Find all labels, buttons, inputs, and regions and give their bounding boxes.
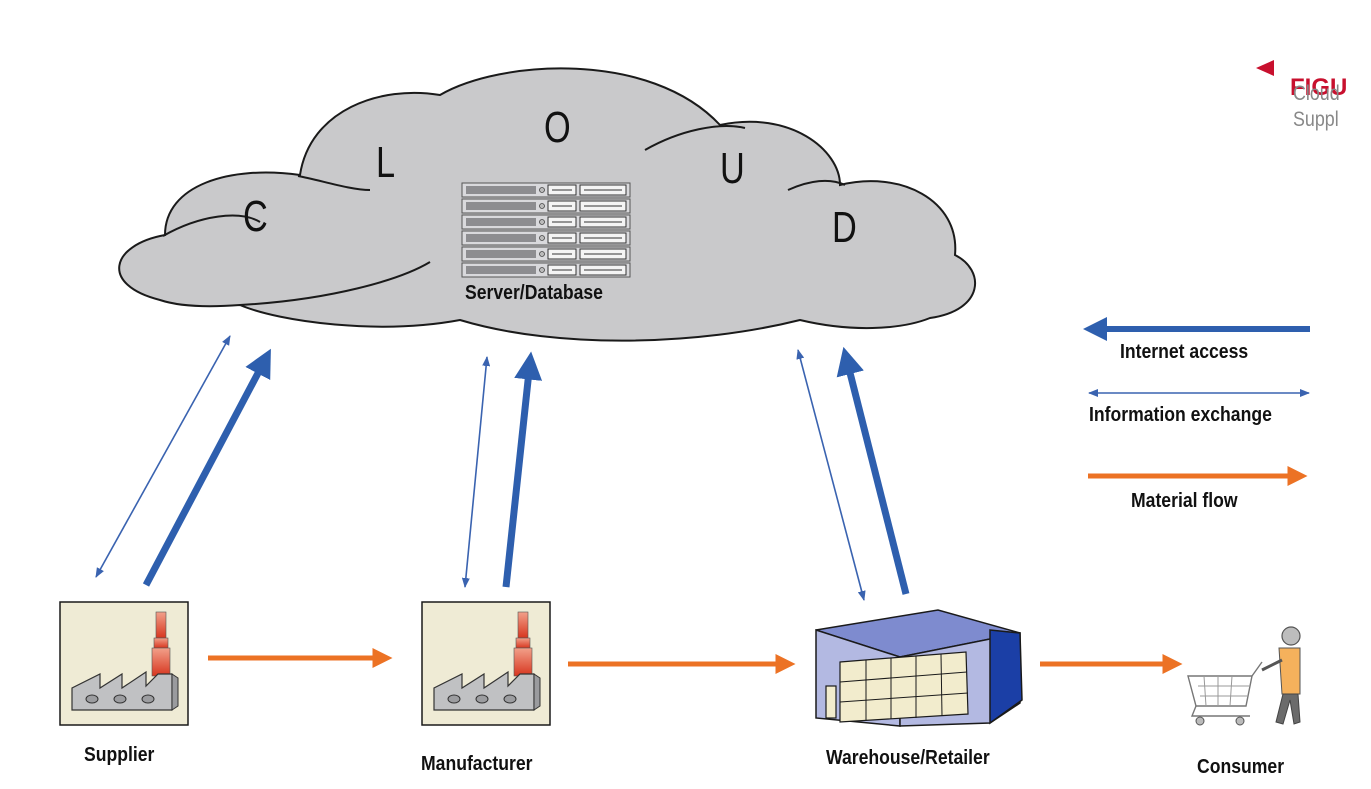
supplier-label: Supplier: [84, 744, 155, 766]
server-unit: [461, 262, 631, 278]
manufacturer-label: Manufacturer: [421, 753, 533, 775]
warehouse-info-arrow: [796, 349, 866, 601]
warehouse-internet-arrow: [836, 346, 910, 595]
server-unit: [461, 182, 631, 198]
warehouse-retailer-label: Warehouse/Retailer: [826, 747, 990, 769]
legend-information-exchange-label: Information exchange: [1089, 404, 1272, 426]
supplier-factory-icon: [59, 601, 189, 726]
manufacturer-internet-arrow: [502, 351, 543, 588]
server-database-label: Server/Database: [465, 282, 603, 304]
legend: [1083, 317, 1310, 486]
material-flow-arrows: [208, 648, 1183, 674]
supplier-info-arrow: [95, 335, 231, 578]
consumer-cart-icon: [1187, 626, 1301, 726]
figure-caption-line-1: Cloud: [1293, 82, 1340, 105]
cloud-letter-c: C: [243, 192, 268, 241]
legend-internet-access-label: Internet access: [1120, 341, 1249, 363]
internet-access-arrows: [142, 346, 910, 595]
server-unit: [461, 230, 631, 246]
manufacturer-info-arrow: [461, 356, 491, 588]
cloud-letter-o: O: [544, 103, 571, 152]
legend-material-flow-label: Material flow: [1131, 490, 1238, 512]
cloud-letter-u: U: [720, 144, 745, 193]
server-rack-icon: [461, 182, 631, 278]
server-unit: [461, 198, 631, 214]
manufacturer-factory-icon: [421, 601, 551, 726]
figure-caption-line-2: Suppl: [1293, 108, 1339, 131]
cloud-letter-l: L: [376, 138, 396, 187]
cloud-letter-d: D: [832, 203, 857, 252]
figure-pointer-icon: [1256, 60, 1274, 76]
figure-heading: FIGU: [1290, 74, 1348, 101]
server-unit: [461, 246, 631, 262]
warehouse-icon: [815, 609, 1023, 727]
consumer-label: Consumer: [1197, 756, 1285, 778]
information-exchange-arrows: [95, 335, 866, 601]
server-unit: [461, 214, 631, 230]
supplier-internet-arrow: [142, 348, 271, 587]
